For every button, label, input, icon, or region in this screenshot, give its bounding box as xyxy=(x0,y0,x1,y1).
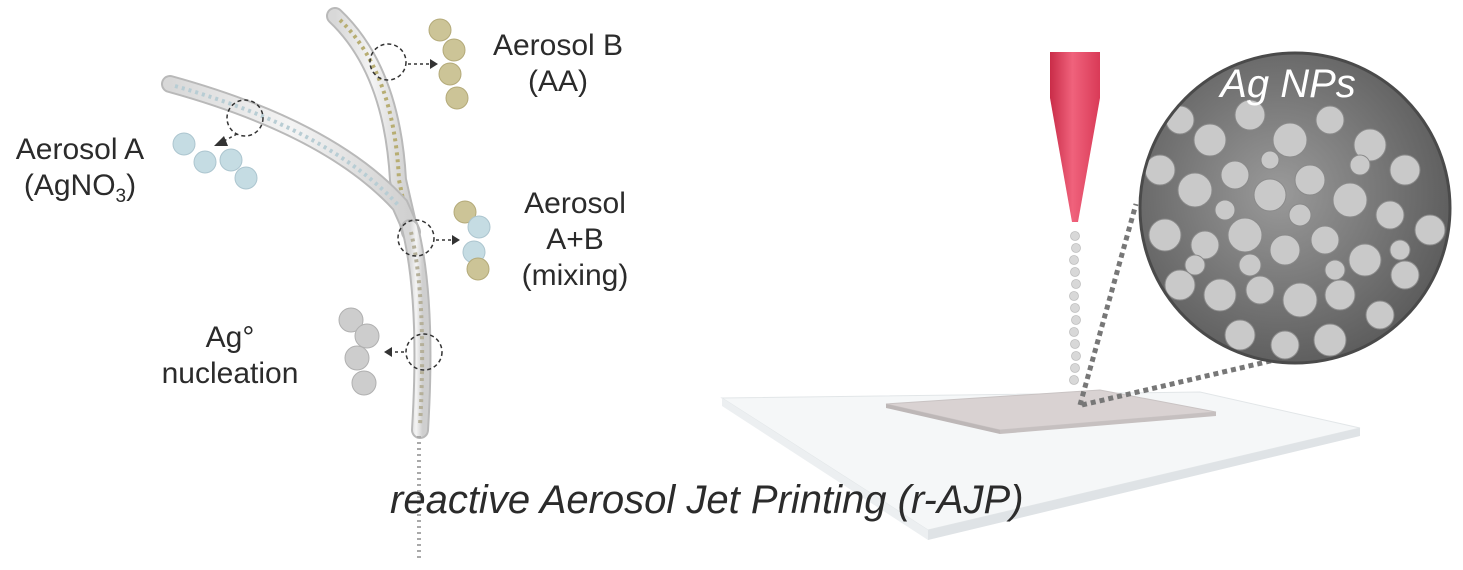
zoom-marker-nucleation xyxy=(384,333,443,371)
label-aerosol-b: Aerosol B (AA) xyxy=(478,28,638,100)
aerosol-b-particles xyxy=(428,18,469,110)
label-aerosol-a-formula: (AgNO xyxy=(23,169,116,202)
print-film xyxy=(885,389,1217,434)
aerosol-a-particles xyxy=(172,132,258,190)
label-nucleation-line2: nucleation xyxy=(161,357,299,390)
aerosol-ab-particles xyxy=(453,200,491,281)
aerosol-a-tube xyxy=(161,75,421,241)
label-aerosol-a: Aerosol A (AgNO3) xyxy=(0,132,160,208)
nucleation-particles xyxy=(338,307,380,396)
label-ag-nps: Ag NPs xyxy=(1220,62,1356,106)
label-aerosol-ab-line3: (mixing) xyxy=(521,259,629,292)
magnification-lines xyxy=(1077,203,1297,408)
substrate xyxy=(720,391,1361,540)
label-aerosol-a-line1: Aerosol A xyxy=(15,133,145,166)
sem-inset xyxy=(1138,51,1452,365)
aerosol-jet-stream xyxy=(1069,231,1081,385)
label-nucleation: Ag° nucleation xyxy=(135,320,325,392)
nozzle xyxy=(1050,52,1100,222)
label-aerosol-b-line1: Aerosol B xyxy=(492,29,624,62)
label-aerosol-a-line2: (AgNO3) xyxy=(0,168,160,208)
mixing-tube xyxy=(401,219,432,560)
label-aerosol-ab: Aerosol A+B (mixing) xyxy=(500,186,650,294)
label-aerosol-ab-line2: A+B xyxy=(546,223,604,256)
label-aerosol-b-line2: (AA) xyxy=(528,65,588,98)
zoom-marker-a xyxy=(214,99,264,146)
zoom-marker-ab xyxy=(397,219,460,257)
label-aerosol-a-close: ) xyxy=(126,169,137,202)
zoom-marker-b xyxy=(369,43,438,81)
label-nucleation-line1: Ag° xyxy=(205,321,255,354)
diagram-caption: reactive Aerosol Jet Printing (r-AJP) xyxy=(390,478,1024,522)
aerosol-b-tube xyxy=(326,7,419,241)
label-aerosol-a-subscript: 3 xyxy=(115,186,127,207)
label-aerosol-ab-line1: Aerosol xyxy=(524,187,626,220)
